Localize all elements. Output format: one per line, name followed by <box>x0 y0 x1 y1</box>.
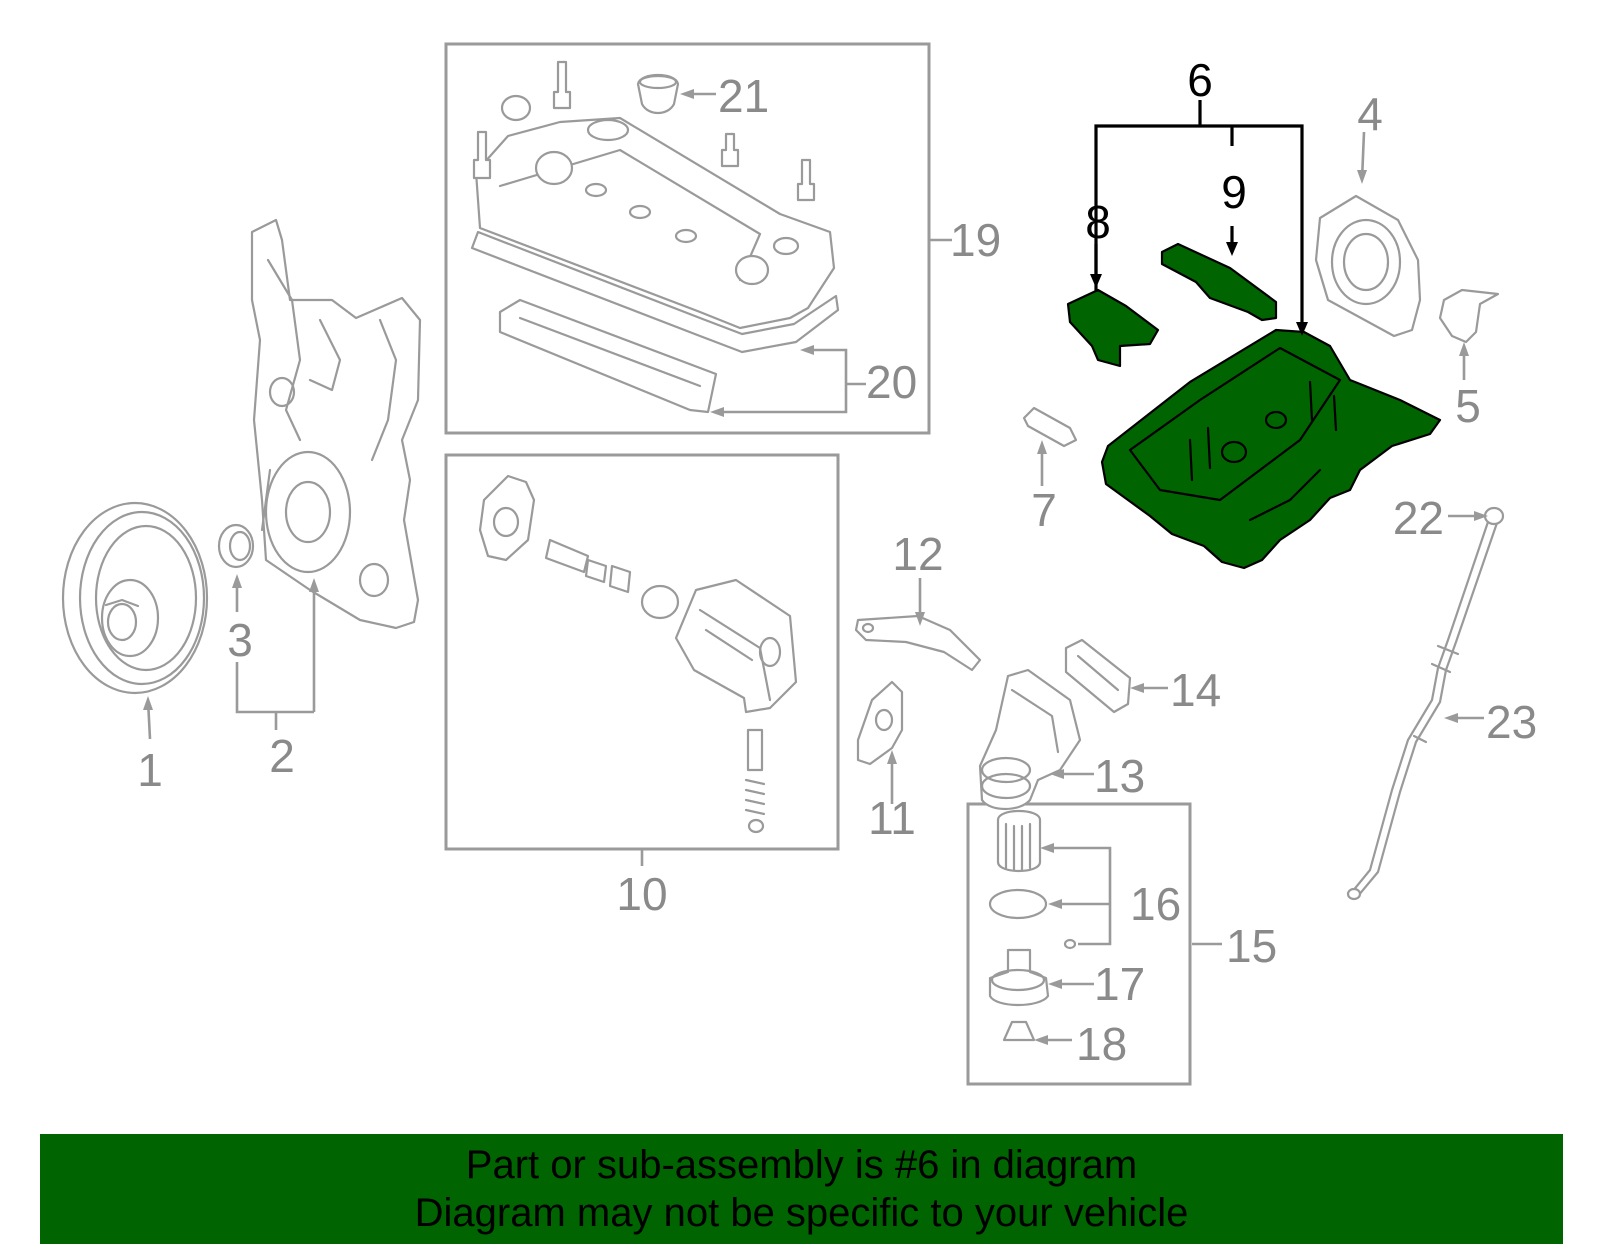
callout-16: 16 <box>1130 878 1181 930</box>
banner-line-1: Part or sub-assembly is #6 in diagram <box>465 1143 1138 1187</box>
callout-8: 8 <box>1085 196 1111 248</box>
drain-plug <box>1002 1020 1036 1042</box>
banner-line-2: Diagram may not be specific to your vehi… <box>414 1191 1189 1235</box>
callout-11: 11 <box>868 792 916 844</box>
valve-cover <box>470 116 840 354</box>
info-banner: Part or sub-assembly is #6 in diagram Di… <box>40 1134 1563 1244</box>
oil-filter-group-box <box>966 802 1192 1086</box>
callout-1: 1 <box>137 744 163 796</box>
oil-level-sensor <box>1022 406 1078 448</box>
callout-23: 23 <box>1486 696 1537 748</box>
callout-17: 17 <box>1094 958 1145 1010</box>
small-o-ring <box>1063 938 1077 950</box>
front-crank-seal <box>217 523 255 569</box>
timing-chain-cover <box>250 218 422 630</box>
callout-4: 4 <box>1357 88 1383 140</box>
oil-filler-cap <box>636 73 680 115</box>
callout-21: 21 <box>718 70 769 122</box>
dipstick-tube <box>1346 506 1505 901</box>
valve-cover-bolts <box>472 60 816 202</box>
parts-diagram: 1 2 3 4 5 6 7 8 9 10 11 12 13 14 15 16 1… <box>61 42 1537 1086</box>
callout-5: 5 <box>1455 380 1481 432</box>
oil-pump-gasket <box>856 680 904 766</box>
callout-6: 6 <box>1187 54 1213 106</box>
oil-pan-assembly-highlighted <box>1100 328 1442 570</box>
oil-pump-parts <box>478 474 798 834</box>
oil-pump-group-box <box>444 453 840 851</box>
callout-10: 10 <box>616 868 667 920</box>
oil-baffle-plate-8 <box>1066 288 1160 368</box>
oil-baffle-bracket <box>854 614 982 672</box>
rear-seal <box>1438 288 1500 344</box>
callout-14: 14 <box>1170 664 1221 716</box>
callout-3: 3 <box>227 614 253 666</box>
oil-pan <box>1100 328 1442 570</box>
callout-15: 15 <box>1226 920 1277 972</box>
oil-filter-cap <box>988 948 1050 1006</box>
filter-housing-gasket <box>1064 638 1132 714</box>
crankshaft-pulley <box>61 501 209 695</box>
callout-2: 2 <box>269 730 295 782</box>
callout-13: 13 <box>1094 750 1145 802</box>
valve-cover-group-box <box>444 42 931 435</box>
valve-cover-gasket <box>498 298 718 414</box>
callout-12: 12 <box>892 528 943 580</box>
callout-20: 20 <box>866 356 917 408</box>
oil-filter-housing <box>978 668 1082 811</box>
callout-9: 9 <box>1221 166 1247 218</box>
callout-22: 22 <box>1393 492 1444 544</box>
o-ring <box>988 888 1048 920</box>
callout-18: 18 <box>1076 1018 1127 1070</box>
rear-seal-housing <box>1314 194 1422 338</box>
oil-filter-element <box>996 810 1042 872</box>
callout-19: 19 <box>950 214 1001 266</box>
oil-baffle-plate-9 <box>1160 242 1278 322</box>
callout-7: 7 <box>1031 484 1057 536</box>
